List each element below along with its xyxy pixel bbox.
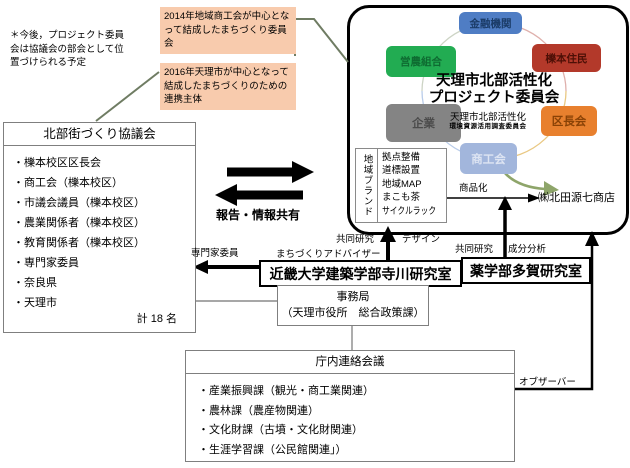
secretariat-box: 事務局 （天理市役所 総合政策課） bbox=[277, 285, 429, 326]
project-committee-title: 天理市北部活性化 プロジェクト委員会 bbox=[399, 73, 589, 107]
joint-research-right-label: 共同研究 bbox=[455, 244, 494, 255]
callout-2016: 2016年天理市が中心となって結成したまちづくりのための連携主体 bbox=[160, 63, 296, 110]
node-commerce-association: 商工会 bbox=[460, 143, 517, 174]
council-items: ・櫟本校区区長会・商工会（櫟本校区） ・市議会議員（櫟本校区） ・農業関係者（櫟本校… bbox=[4, 146, 195, 313]
council-total: 計 18 名 bbox=[136, 313, 177, 325]
component-analysis-label: 成分分析 bbox=[508, 244, 547, 255]
project-title-line2: プロジェクト委員会 bbox=[428, 90, 560, 106]
secretariat-line2: （天理市役所 総合政策課） bbox=[281, 307, 425, 319]
pharmacy-lab-box: 薬学部多賀研究室 bbox=[461, 257, 591, 284]
report-share-label: 報告・情報共有 bbox=[216, 208, 301, 222]
regional-brand-items: 拠点整備道標設置地域MAP まこも茶サイクルラック bbox=[378, 149, 448, 222]
list-item: ・奈良県 bbox=[13, 277, 57, 289]
list-item: ・天理市 bbox=[13, 297, 57, 309]
architecture-lab-box: 近畿大学建築学部寺川研究室 bbox=[259, 260, 462, 287]
city-meeting-box: 庁内連絡会議 ・産業振興課（観光・商工業関連） ・農林課（農産物関連） ・文化財課（… bbox=[185, 350, 515, 462]
council-box: 北部街づくり協議会 ・櫟本校区区長会・商工会（櫟本校区） ・市議会議員（櫟本校区）… bbox=[3, 122, 196, 333]
expert-member-arrow bbox=[193, 260, 259, 274]
project-title-line1: 天理市北部活性化 bbox=[436, 73, 552, 89]
list-item: ・市議会議員（櫟本校区） bbox=[13, 197, 145, 209]
secretariat-line1: 事務局 bbox=[336, 291, 370, 303]
list-item: ・櫟本校区区長会 bbox=[13, 157, 101, 169]
council-title: 北部街づくり協議会 bbox=[4, 123, 195, 146]
list-item: ・文化財課（古墳・文化財関連） bbox=[198, 424, 363, 436]
list-item: まこも茶 bbox=[382, 192, 421, 204]
joint-research-left-label: 共同研究 bbox=[336, 234, 375, 245]
city-meeting-title: 庁内連絡会議 bbox=[186, 351, 514, 374]
regional-brand-box: 地域ブランド 拠点整備道標設置地域MAP まこも茶サイクルラック bbox=[355, 148, 447, 223]
design-label: デザイン bbox=[402, 234, 441, 245]
town-advisor-label: まちづくりアドバイザー bbox=[276, 249, 381, 260]
city-meeting-items: ・産業振興課（観光・商工業関連） ・農林課（農産物関連） ・文化財課（古墳・文化財関… bbox=[186, 374, 514, 460]
list-item: サイクルラック bbox=[382, 205, 437, 217]
list-item: ・農業関係者（櫟本校区） bbox=[13, 217, 145, 229]
future-note: ＊今後，プロジェクト委員会は協議会の部会として位置づけられる予定 bbox=[10, 30, 125, 68]
list-item: ・商工会（櫟本校区） bbox=[13, 177, 123, 189]
list-item: ・専門家委員 bbox=[13, 257, 79, 269]
list-item: ・教育関係者（櫟本校区） bbox=[13, 237, 145, 249]
list-item: 拠点整備 bbox=[382, 152, 421, 163]
expert-member-label: 専門家委員 bbox=[191, 248, 239, 259]
list-item: ・産業振興課（観光・商工業関連） bbox=[198, 385, 374, 397]
commercialization-label: 商品化 bbox=[459, 183, 488, 194]
callout-2014: 2014年地域商工会が中心となって結成したまちづくり委員会 bbox=[160, 7, 296, 54]
node-financial-institutions: 金融機関 bbox=[459, 12, 522, 34]
regional-brand-label: 地域ブランド bbox=[356, 149, 378, 222]
list-item: ・農林課（農産物関連） bbox=[198, 404, 319, 417]
node-ichinomoto-residents: 櫟本住民 bbox=[532, 44, 601, 72]
store-label: ㈱北田源七商店 bbox=[538, 192, 615, 204]
report-share-arrows bbox=[215, 161, 314, 206]
list-item: 地域MAP bbox=[382, 178, 422, 190]
project-subtitle-small: 環境資源活用調査委員会 bbox=[449, 123, 527, 130]
list-item: ・生涯学習課（公民館関連」） bbox=[198, 443, 347, 456]
list-item: 道標設置 bbox=[382, 165, 421, 177]
observer-label: オブザーバー bbox=[519, 377, 576, 388]
